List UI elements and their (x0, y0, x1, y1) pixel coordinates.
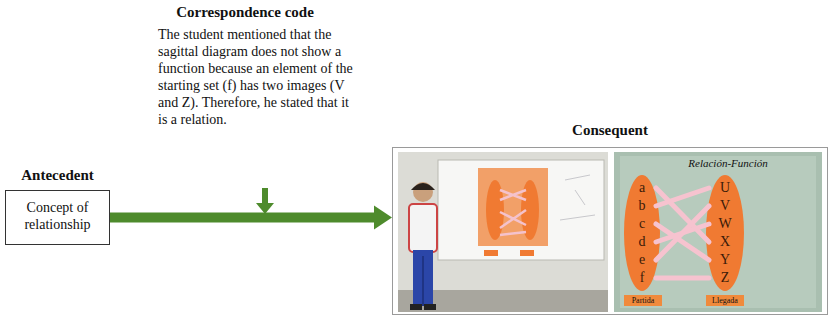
classroom-photo (398, 152, 608, 312)
set-element: c (634, 216, 650, 232)
set-tag: Llegada (706, 295, 744, 306)
set-element: f (634, 270, 650, 286)
set-element: X (717, 234, 733, 250)
set-element: V (717, 198, 733, 214)
node-heading: Antecedent (0, 167, 149, 184)
antecedent-box: AntecedentConcept of relationship (5, 190, 110, 245)
set-element: Z (717, 270, 733, 286)
poster-title: Relación-Función (668, 157, 788, 169)
set-element: d (634, 234, 650, 250)
node-text: Concept of relationship (6, 191, 109, 241)
set-element: U (717, 180, 733, 196)
set-element: a (634, 180, 650, 196)
set-element: e (634, 252, 650, 268)
poster-photo (614, 152, 822, 312)
set-element: W (717, 216, 733, 232)
node-heading: Consequent (353, 122, 831, 139)
set-element: Y (717, 252, 733, 268)
flow-arrow (110, 206, 392, 230)
pointer-arrow (256, 188, 274, 214)
heading: Correspondence code (130, 4, 360, 21)
set-element: b (634, 198, 650, 214)
annotation-text: The student mentioned that the sagittal … (158, 26, 354, 128)
consequent-frame: Consequent (392, 147, 828, 315)
set-tag: Partida (624, 295, 662, 306)
